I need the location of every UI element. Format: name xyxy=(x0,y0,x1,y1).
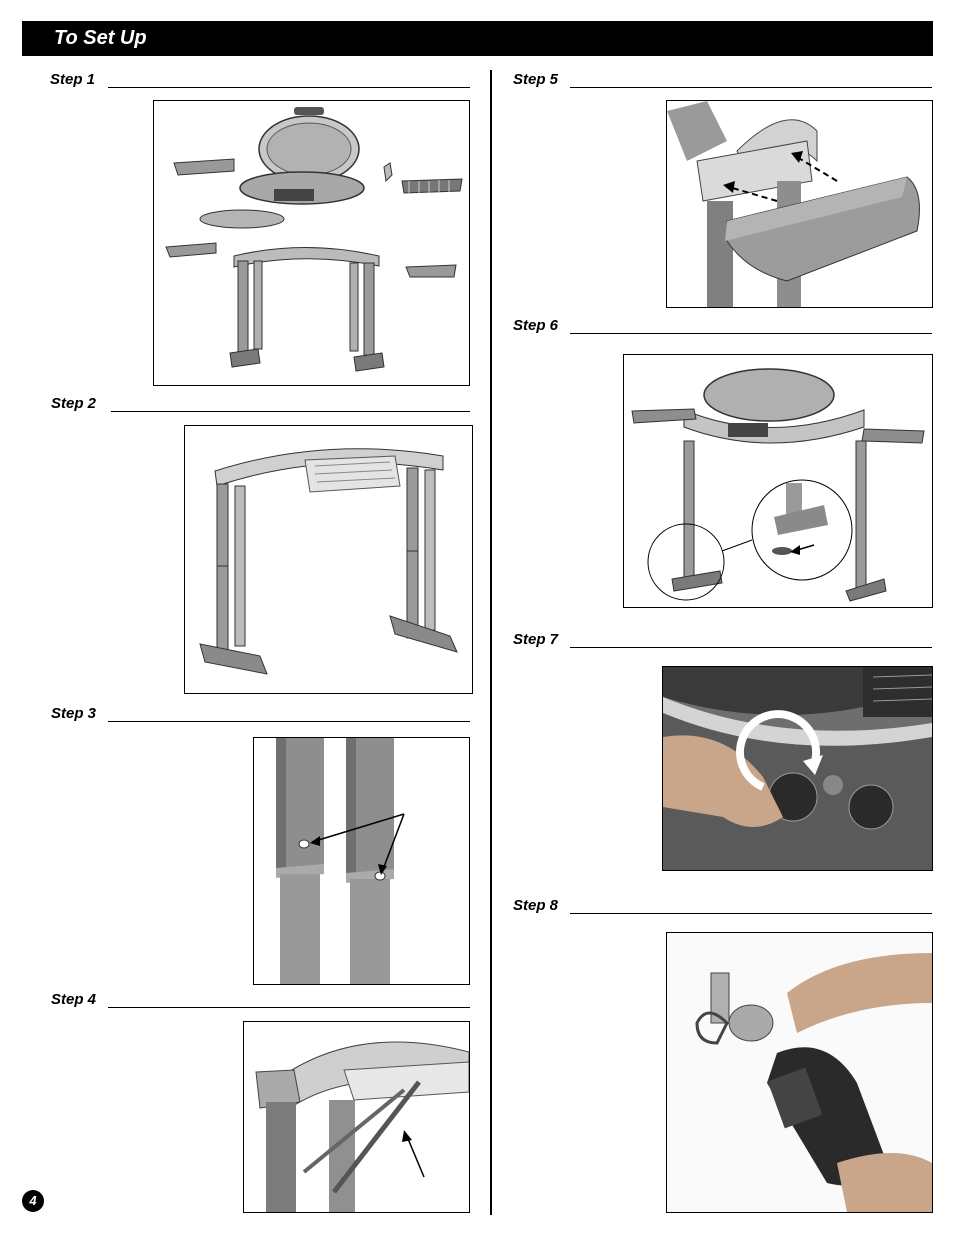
step-8-label: Step 8 xyxy=(513,897,559,914)
step-7-illustration xyxy=(662,666,933,871)
section-title: To Set Up xyxy=(54,27,147,49)
step-1-heading: Step 1 xyxy=(50,71,470,91)
step-4-heading: Step 4 xyxy=(51,991,470,1011)
step-5-illustration xyxy=(666,100,933,308)
step-6-heading: Step 6 xyxy=(513,317,932,337)
step-1-illustration xyxy=(153,100,470,386)
section-header-bar: To Set Up xyxy=(22,21,933,56)
page-number-badge: 4 xyxy=(22,1190,44,1212)
step-2-heading: Step 2 xyxy=(51,395,470,415)
column-divider xyxy=(490,70,492,1215)
step-2-label: Step 2 xyxy=(51,395,97,412)
step-3-illustration xyxy=(253,737,470,985)
step-6-illustration xyxy=(623,354,933,608)
step-2-illustration xyxy=(184,425,473,694)
step-8-heading: Step 8 xyxy=(513,897,932,917)
step-8-illustration xyxy=(666,932,933,1213)
step-4-illustration xyxy=(243,1021,470,1213)
step-5-heading: Step 5 xyxy=(513,71,932,91)
step-7-heading: Step 7 xyxy=(513,631,932,651)
step-4-label: Step 4 xyxy=(51,991,97,1008)
step-1-label: Step 1 xyxy=(50,71,96,88)
step-3-heading: Step 3 xyxy=(51,705,470,725)
step-6-label: Step 6 xyxy=(513,317,559,334)
step-5-label: Step 5 xyxy=(513,71,559,88)
step-7-label: Step 7 xyxy=(513,631,559,648)
step-3-label: Step 3 xyxy=(51,705,97,722)
